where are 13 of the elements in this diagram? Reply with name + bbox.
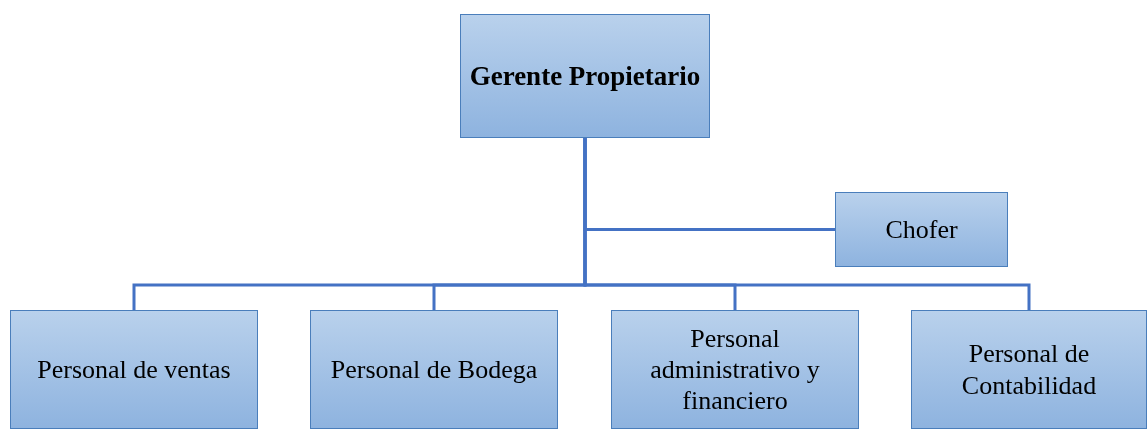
org-box xyxy=(835,192,1008,267)
org-box xyxy=(310,310,558,429)
role-title: Personal de ventas xyxy=(37,353,231,386)
org-box xyxy=(911,310,1147,429)
org-box xyxy=(10,310,258,429)
org-box xyxy=(460,14,710,138)
role-title: Gerente Propietario xyxy=(469,59,701,93)
role-title: Personal administrativo y financiero xyxy=(649,322,821,417)
role-title: Chofer xyxy=(885,213,958,246)
role-title: Personal de Contabilidad xyxy=(960,338,1098,401)
role-title: Personal de Bodega xyxy=(330,353,538,386)
connector-line xyxy=(583,138,1031,310)
org-box xyxy=(611,310,859,429)
